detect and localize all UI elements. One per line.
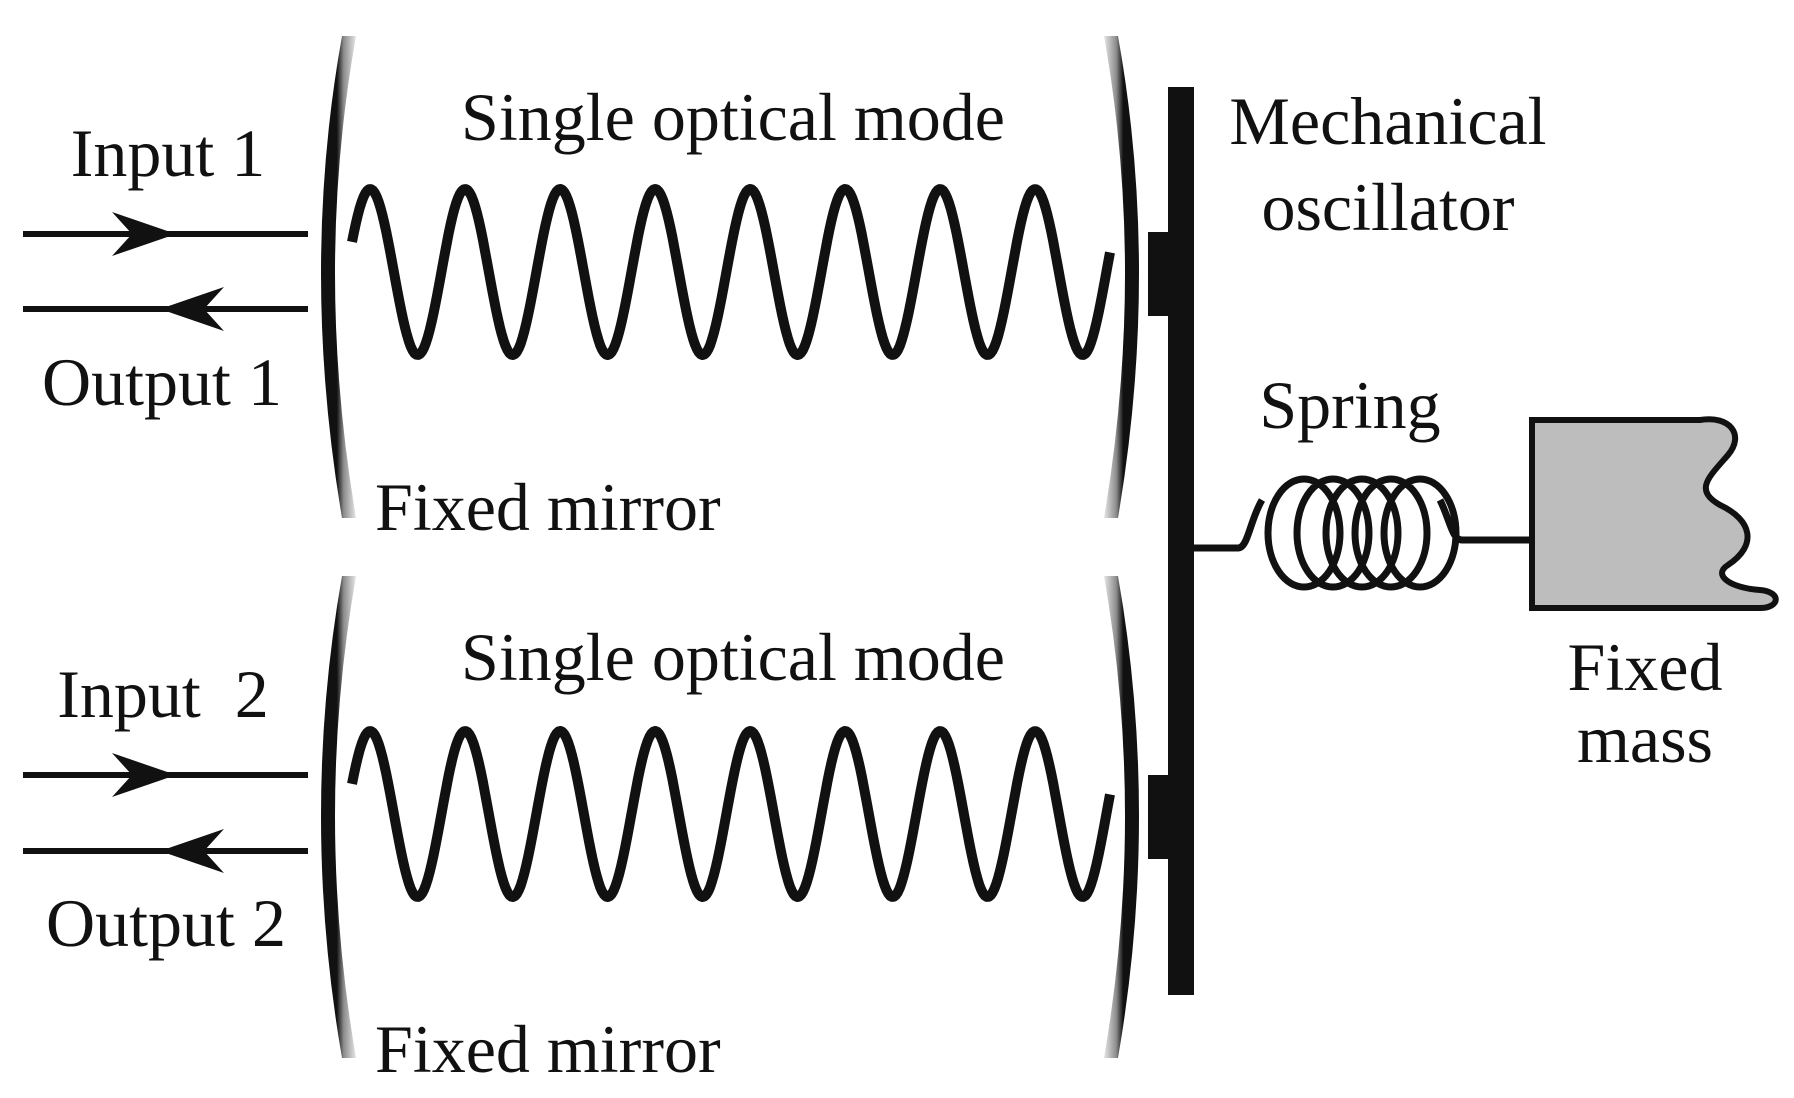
- input-2-beam: [23, 753, 308, 797]
- left-fixed-mirror-1: [321, 36, 356, 518]
- output-2-arrow-icon: [160, 829, 224, 873]
- input-1-arrow-icon: [112, 212, 176, 256]
- optical-mode-1-wave: [347, 184, 1115, 360]
- optical-mode-2-wave: [347, 726, 1115, 902]
- output-2-label: Output 2: [46, 885, 286, 961]
- cavity-1: Input 1 Output 1 Single optical mode Fix…: [23, 36, 1139, 545]
- input-2-arrow-icon: [112, 753, 176, 797]
- fixed-mirror-1-label: Fixed mirror: [375, 469, 721, 545]
- output-1-beam: [23, 287, 308, 331]
- cavity-2: Input 2 Output 2 Single optical mode Fix…: [23, 576, 1139, 1087]
- input-1-label: Input 1: [71, 115, 266, 191]
- optical-mode-1-label: Single optical mode: [461, 79, 1005, 155]
- mechanical-oscillator: Mechanical oscillator: [1148, 83, 1547, 995]
- spring: Spring: [1194, 367, 1532, 591]
- fixed-mirror-2-label: Fixed mirror: [375, 1011, 721, 1087]
- optical-mode-2-label: Single optical mode: [461, 619, 1005, 695]
- oscillator-label-line2: oscillator: [1261, 169, 1514, 245]
- input-2-label: Input 2: [57, 656, 269, 732]
- output-1-label: Output 1: [42, 344, 282, 420]
- spring-label: Spring: [1259, 367, 1440, 443]
- fixed-mass-label-line1: Fixed: [1568, 629, 1723, 705]
- fixed-mass-block: [1529, 416, 1779, 611]
- oscillator-label-line1: Mechanical: [1229, 83, 1546, 159]
- oscillator-bar: [1168, 87, 1194, 995]
- spring-coil: [1194, 475, 1532, 591]
- mirror-mount-2: [1148, 775, 1170, 859]
- input-1-beam: [23, 212, 308, 256]
- fixed-mass: Fixed mass: [1529, 416, 1779, 777]
- right-mirror-2: [1104, 576, 1139, 1058]
- left-fixed-mirror-2: [321, 576, 356, 1058]
- mirror-mount-1: [1148, 232, 1170, 316]
- output-2-beam: [23, 829, 308, 873]
- fixed-mass-label-line2: mass: [1577, 701, 1713, 777]
- right-mirror-1: [1104, 36, 1139, 518]
- output-1-arrow-icon: [160, 287, 224, 331]
